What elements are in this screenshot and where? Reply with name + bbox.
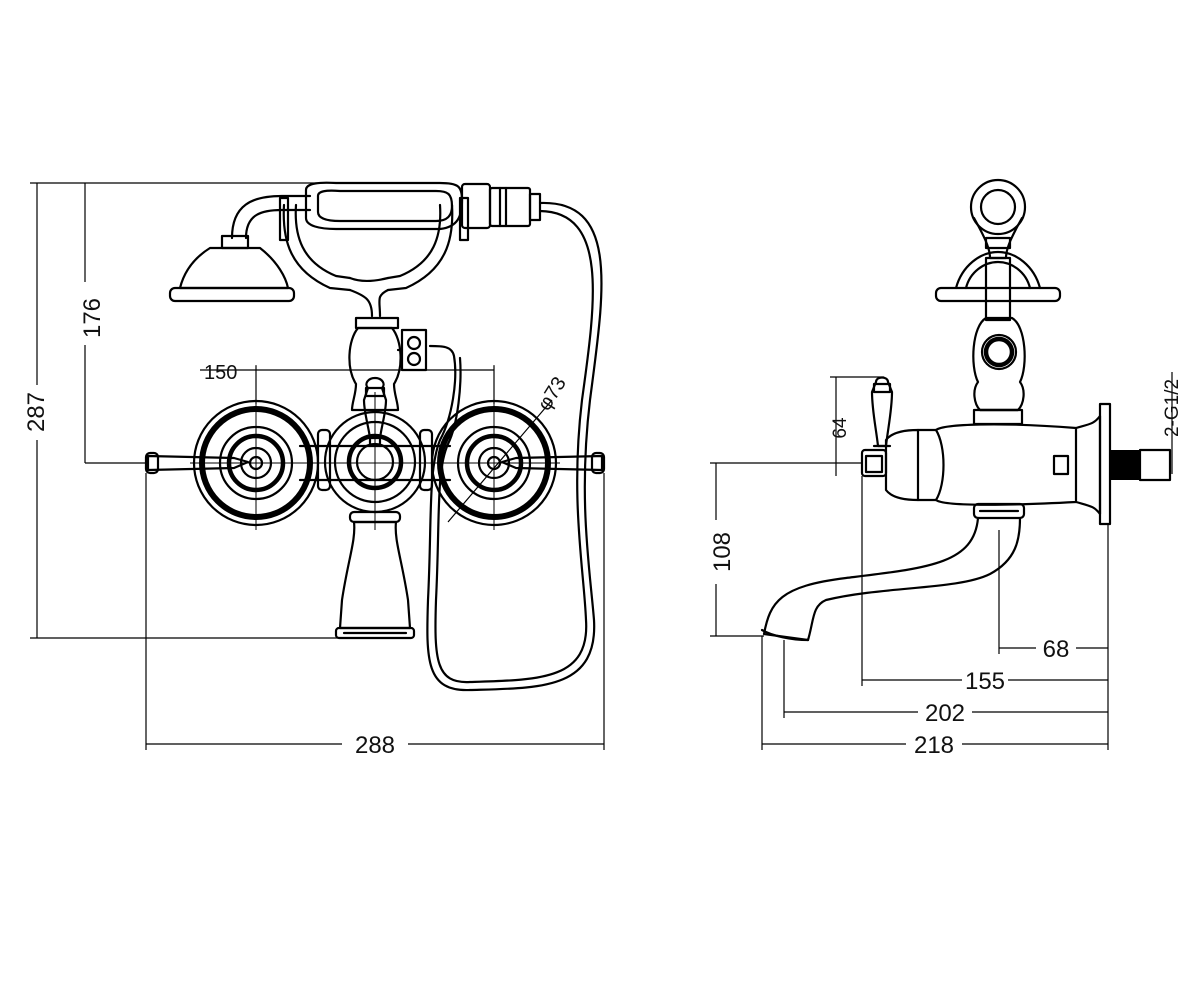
dim-thread-label: 2-G1/2 — [1162, 379, 1183, 437]
front-view: 287 176 150 φ73 288 — [23, 181, 606, 759]
dim-handset-height-label: 176 — [79, 298, 106, 338]
side-spout-collar — [972, 502, 1026, 520]
right-lever — [500, 451, 606, 475]
dim-body-projection: 155 — [861, 476, 1108, 695]
handset-cradle — [230, 194, 470, 318]
dim-total-width-label: 288 — [355, 732, 395, 759]
dim-total-width: 288 — [145, 473, 605, 759]
dim-total-height-label: 287 — [23, 392, 50, 432]
dim-spout-height-label: 108 — [709, 532, 736, 572]
dim-body-projection-label: 155 — [965, 668, 1005, 695]
dim-handset-height: 176 — [79, 183, 146, 464]
dim-total-projection-label: 218 — [914, 732, 954, 759]
side-view: 64 2-G1/2 108 68 155 — [709, 178, 1183, 759]
dim-centers-label: 150 — [204, 362, 237, 384]
dim-spout-height: 108 — [709, 462, 862, 637]
diverter-valve — [348, 316, 428, 412]
side-handset-ring — [969, 178, 1027, 260]
dim-spout-projection: 202 — [783, 640, 1108, 727]
side-lever — [870, 376, 894, 448]
side-spout — [762, 516, 1022, 642]
dim-spout-projection-label: 202 — [925, 700, 965, 727]
front-spout — [334, 510, 416, 640]
shower-hose — [426, 201, 603, 692]
dim-wheel-diameter: φ73 — [447, 373, 571, 523]
dim-wheel-diameter-label: φ73 — [534, 373, 571, 415]
dim-lever-height-label: 64 — [830, 417, 851, 439]
side-body — [860, 402, 1112, 526]
handset-handle — [304, 181, 542, 231]
side-shower-head — [934, 250, 1062, 322]
shower-head — [168, 234, 296, 303]
dim-spout-offset-label: 68 — [1043, 636, 1070, 663]
dim-thread: 2-G1/2 — [1162, 372, 1183, 474]
dim-centers: 150 — [200, 362, 495, 404]
side-thread — [1110, 448, 1172, 482]
dim-total-projection: 218 — [761, 636, 1108, 759]
dim-spout-offset: 68 — [998, 530, 1108, 663]
dim-total-height: 287 — [23, 182, 360, 639]
dim-lever-height: 64 — [830, 376, 884, 476]
side-spout-tip — [760, 628, 810, 642]
side-diverter — [972, 316, 1026, 426]
